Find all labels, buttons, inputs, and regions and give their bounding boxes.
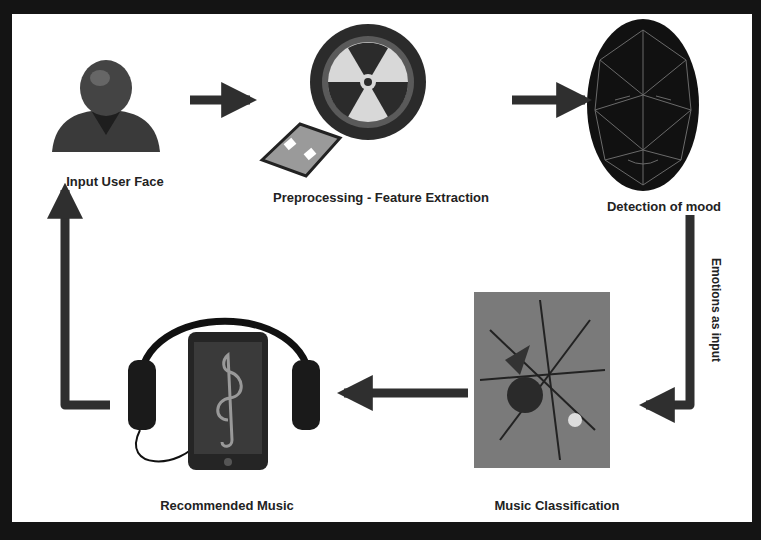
edge-label: Emotions as input <box>709 256 723 364</box>
icon-node: Detection of mood <box>585 15 743 215</box>
icon-node: Input User Face <box>40 58 190 190</box>
icon-node: Recommended Music <box>110 300 344 514</box>
flow-arrow <box>344 389 468 398</box>
node-label: Music Classification <box>492 497 623 514</box>
node-label: Input User Face <box>63 173 167 190</box>
node-label: Preprocessing - Feature Extraction <box>270 189 492 206</box>
flow-arrow <box>646 215 690 405</box>
icon-node: Music Classification <box>468 288 646 514</box>
node-label: Recommended Music <box>157 497 297 514</box>
icon-node: Preprocessing - Feature Extraction <box>250 22 512 206</box>
film-reel-icon <box>262 24 426 176</box>
node-label: Detection of mood <box>604 198 724 215</box>
flow-arrow <box>512 96 585 105</box>
headphones-phone-icon <box>128 321 320 470</box>
flow-arrow <box>65 190 110 405</box>
face-mesh-icon <box>587 19 699 191</box>
flow-arrow <box>190 96 250 105</box>
painting-icon <box>474 292 610 468</box>
user-icon <box>52 60 160 152</box>
